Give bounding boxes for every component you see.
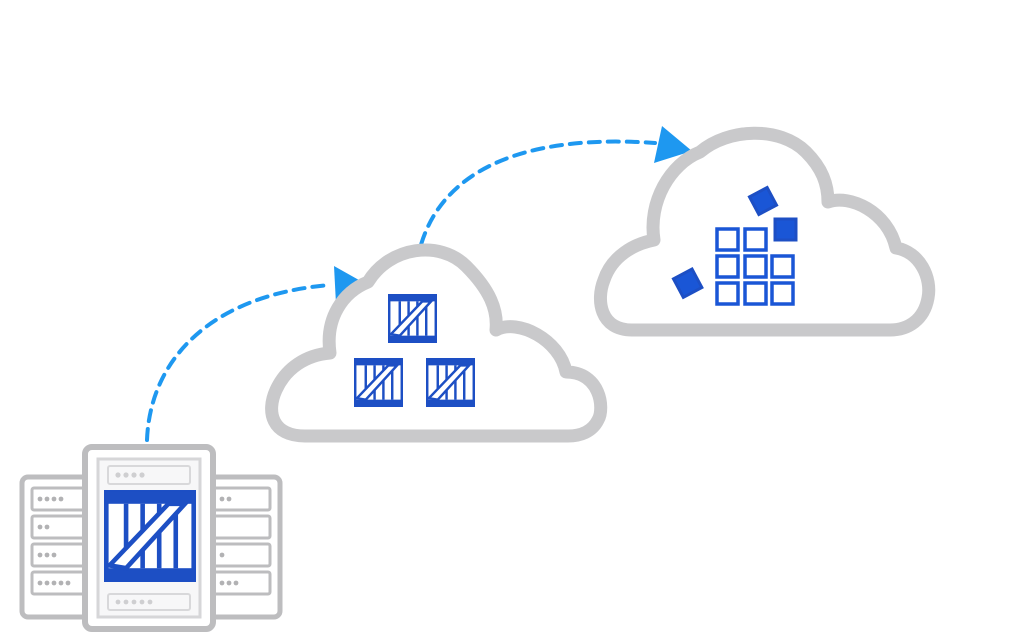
server-rack-left-icon	[19, 474, 91, 620]
block-filled-icon	[747, 185, 779, 217]
block-icon	[715, 281, 740, 306]
crate-icon	[389, 295, 436, 342]
block-icon	[743, 227, 768, 252]
cloud-microservices	[593, 126, 936, 337]
server-rack-center-icon	[82, 444, 216, 632]
block-filled-icon	[773, 217, 798, 242]
server-rack-right-icon	[205, 474, 283, 620]
arrow-head-2-icon	[654, 126, 692, 163]
block-icon	[770, 254, 795, 279]
block-icon	[715, 254, 740, 279]
migration-arrow-2	[415, 126, 692, 264]
cloud-containers	[265, 243, 608, 443]
block-filled-icon	[671, 266, 704, 300]
block-icon	[743, 281, 768, 306]
block-icon	[770, 281, 795, 306]
crate-icon	[106, 492, 194, 580]
block-icon	[743, 254, 768, 279]
crate-icon	[427, 359, 474, 406]
crate-icon	[355, 359, 402, 406]
on-premises-servers	[19, 444, 283, 632]
cloud-icon	[265, 243, 608, 443]
block-grid	[715, 227, 795, 306]
block-icon	[715, 227, 740, 252]
